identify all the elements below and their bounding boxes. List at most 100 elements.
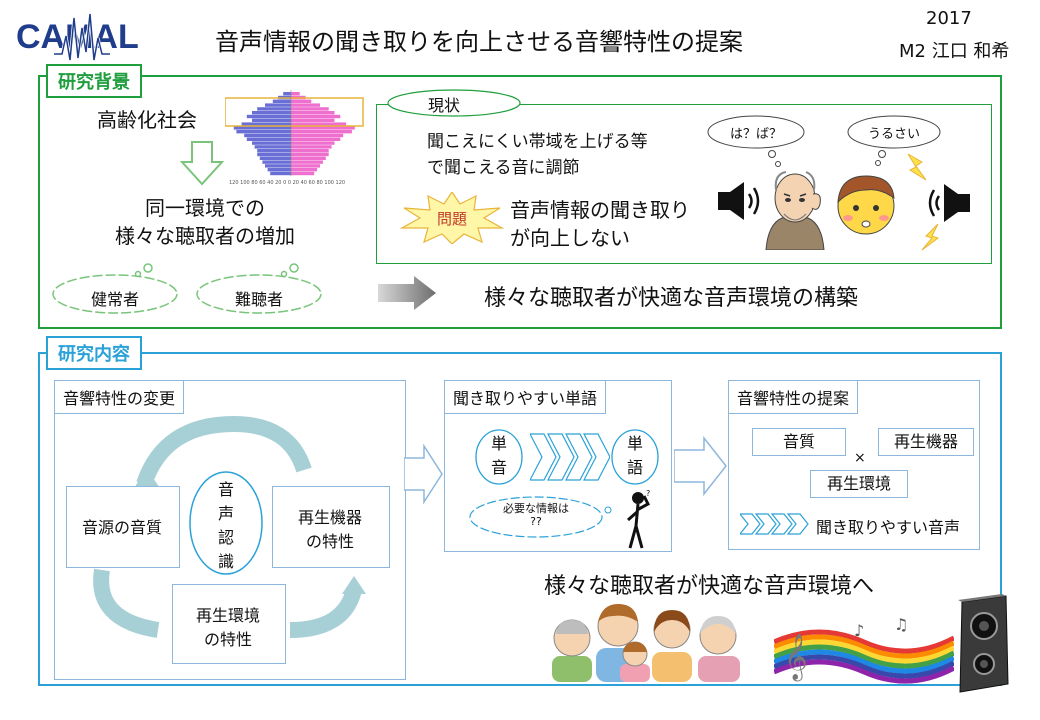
recognition-char: 認 xyxy=(217,528,234,547)
speech-cloud-child xyxy=(847,115,941,166)
problem-starburst xyxy=(400,192,504,244)
pyramid-bar-male xyxy=(270,171,291,176)
pyramid-bar-male xyxy=(252,141,291,145)
right-arrow-icon xyxy=(674,436,727,496)
conclusion-text: 様々な聴取者が快適な音声環境へ xyxy=(544,574,875,599)
status-box xyxy=(376,104,992,264)
pyramid-bar-male xyxy=(252,118,291,122)
child-illustration xyxy=(837,175,895,235)
pyramid-bar-male xyxy=(262,160,291,164)
pyramid-bar-female xyxy=(291,107,329,111)
pyramid-bar-female xyxy=(291,114,341,119)
rainbow-band xyxy=(774,629,954,654)
pyramid-bar-male xyxy=(283,92,291,96)
lightning-icon xyxy=(921,223,940,251)
speaker-right-icon xyxy=(928,184,970,222)
pyramid-bar-female xyxy=(291,141,335,145)
rainbow-band xyxy=(774,644,954,669)
mono-sound-label: 単 音 xyxy=(474,432,524,480)
rainbow-band xyxy=(774,639,954,664)
status-line-2: で聞こえる音に調節 xyxy=(427,158,580,178)
speech-recognition-label: 音 声 認 識 xyxy=(210,478,242,574)
background-section xyxy=(38,75,1002,329)
pyramid-bar-male xyxy=(267,168,291,172)
status-oval xyxy=(387,89,521,117)
word-char: 単 xyxy=(626,434,643,453)
recognition-char: 識 xyxy=(217,552,234,571)
pyramid-bar-male xyxy=(259,156,291,160)
word-char: 語 xyxy=(626,458,643,477)
pyramid-bar-female xyxy=(291,126,355,130)
proposal-title: 音響特性の提案 xyxy=(728,380,859,414)
status-line-1: 聞こえにくい帯域を上げる等 xyxy=(427,132,648,152)
cloud-normal-label: 健常者 xyxy=(90,290,139,309)
device-line-1: 再生機器 xyxy=(297,508,362,527)
pyramid-bar-male xyxy=(257,149,291,153)
pyramid-bar-male xyxy=(246,114,291,119)
rainbow-band xyxy=(774,659,954,684)
info-thought-cloud xyxy=(469,496,612,538)
result-label: 聞き取りやすい音声 xyxy=(816,518,961,537)
easy-words-title: 聞き取りやすい単語 xyxy=(444,380,607,414)
thinking-person-icon: ? xyxy=(627,490,650,549)
word-label: 単 語 xyxy=(610,432,660,480)
pyramid-bar-female xyxy=(291,164,320,168)
device-box xyxy=(272,486,390,568)
content-section xyxy=(38,352,1002,686)
pyramid-bar-male xyxy=(265,164,291,168)
environment-box xyxy=(172,584,286,664)
rainbow-band xyxy=(774,654,954,679)
increase-line-2: 様々な聴取者の増加 xyxy=(115,224,295,248)
sound-source-label: 音源の音質 xyxy=(81,518,162,537)
pyramid-bar-male xyxy=(241,122,291,126)
acoustic-change-title: 音響特性の変更 xyxy=(54,380,185,414)
pyramid-bar-female xyxy=(291,145,332,149)
thought-cloud-hearing-impaired xyxy=(196,263,322,314)
pyramid-bar-female xyxy=(291,111,335,115)
child-bubble-text: うるさい xyxy=(867,127,920,142)
pyramid-bar-female xyxy=(291,92,300,96)
status-label: 現状 xyxy=(427,96,460,115)
pyramid-bar-male xyxy=(257,107,291,111)
chevron-arrows-icon xyxy=(740,513,809,535)
pyramid-bar-female xyxy=(291,137,341,141)
pyramid-bar-female xyxy=(291,149,329,153)
pyramid-bar-female xyxy=(291,171,315,176)
sound-source-box xyxy=(66,486,180,568)
problem-line-1: 音声情報の聞き取り xyxy=(510,198,690,222)
rainbow-music-illustration: 𝄞 ♪ ♫ xyxy=(774,615,954,684)
pyramid-bar-male xyxy=(265,103,291,107)
times-symbol: × xyxy=(854,450,866,466)
speech-recognition-oval xyxy=(189,471,263,575)
speaker-left-icon xyxy=(718,182,760,220)
mono-sound-circle xyxy=(475,429,523,485)
chevron-arrows-icon xyxy=(530,433,610,481)
info-bubble-line-2: ?? xyxy=(530,515,542,528)
speech-cloud-elder xyxy=(707,115,805,167)
increase-line-1: 同一環境での xyxy=(145,196,265,220)
rainbow-band xyxy=(774,634,954,659)
content-section-label: 研究内容 xyxy=(46,336,142,370)
device-line-2: の特性 xyxy=(305,532,354,551)
word-circle xyxy=(611,429,659,485)
pyramid-axis-label: 120 100 80 60 40 20 0 0 20 40 60 80 100 … xyxy=(229,180,346,186)
lightning-icon xyxy=(907,153,927,181)
info-bubble-line-1: 必要な情報は xyxy=(503,502,569,515)
quality-box: 音質 xyxy=(752,428,846,456)
elder-bubble-text: は？ば？ xyxy=(729,127,782,142)
family-illustration xyxy=(552,604,740,682)
goal-text: 様々な聴取者が快適な音声環境の構築 xyxy=(484,286,859,311)
pyramid-bar-male xyxy=(252,111,291,115)
word-char: 単 xyxy=(490,434,507,453)
pyramid-bar-female xyxy=(291,99,312,103)
rainbow-band xyxy=(774,649,954,674)
pyramid-bar-female xyxy=(291,156,326,160)
thought-cloud-normal xyxy=(52,263,178,314)
word-char: 音 xyxy=(490,458,507,477)
camal-logo: CAMAL xyxy=(16,13,139,61)
pyramid-bar-female xyxy=(291,168,318,172)
right-arrow-icon xyxy=(378,276,436,310)
device-tag: 再生機器 xyxy=(878,428,974,456)
right-arrow-icon xyxy=(404,444,443,504)
elderly-man-illustration xyxy=(765,171,825,250)
